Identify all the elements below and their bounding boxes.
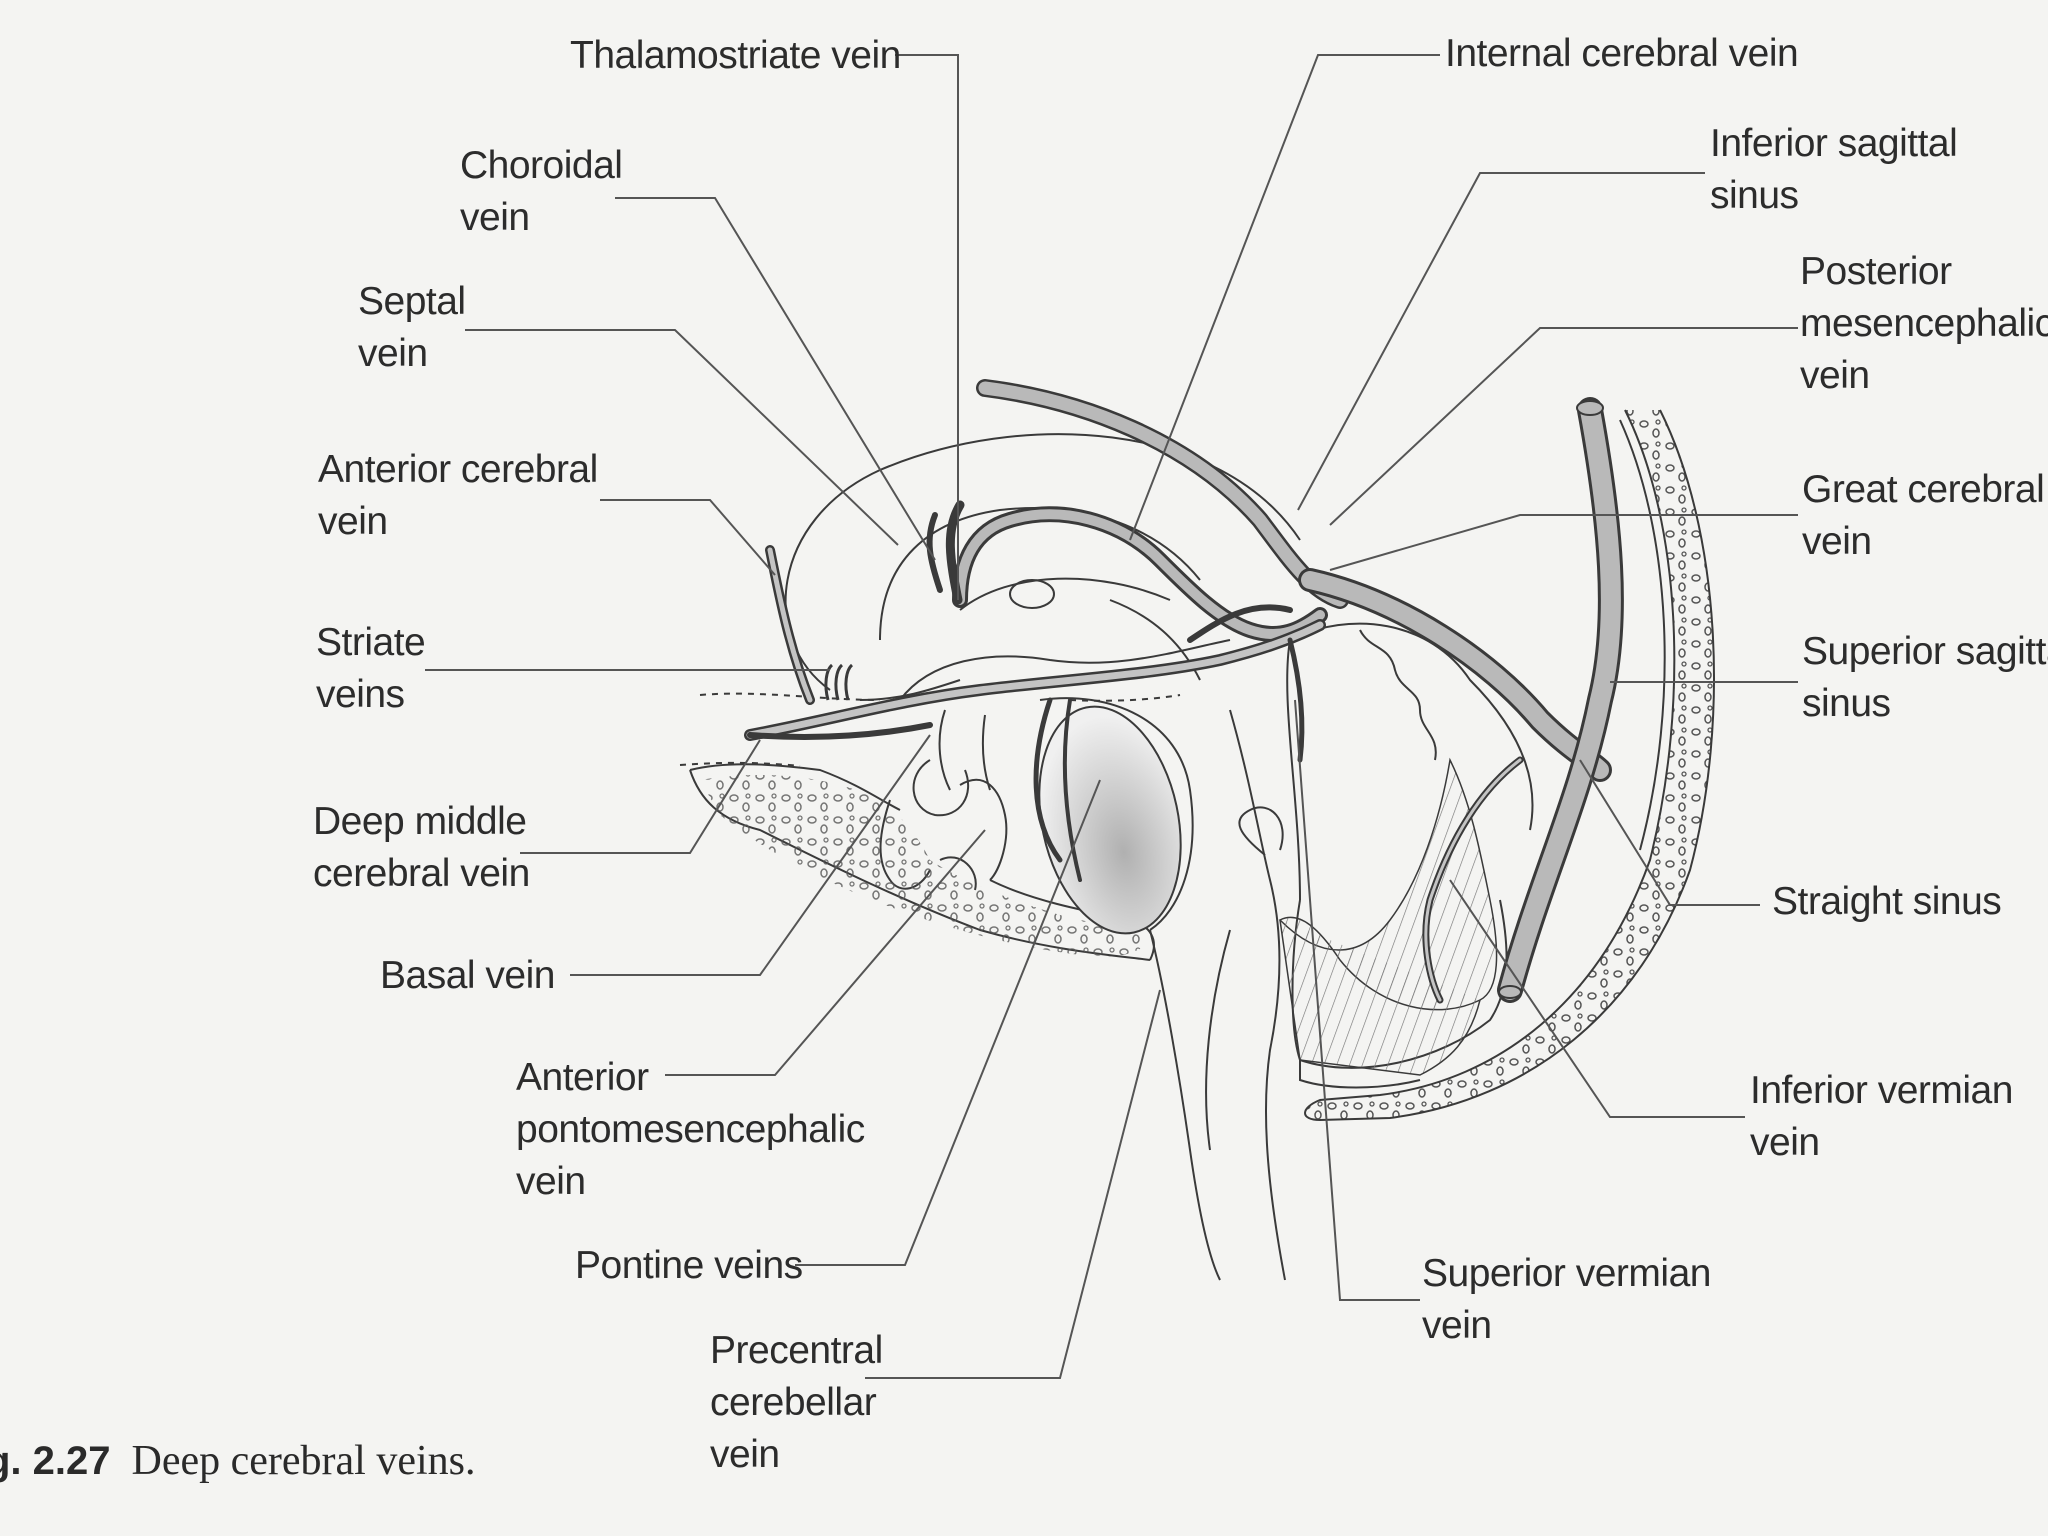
- striate-veins: [824, 663, 854, 701]
- label-basal-vein: Basal vein: [380, 954, 555, 997]
- label-straight-sinus: Straight sinus: [1772, 880, 2002, 923]
- label-posterior-mesencephalic-vein: Posterior mesencephalic vein: [1800, 250, 2048, 397]
- figure-number: g. 2.27: [0, 1439, 111, 1483]
- label-superior-vermian-vein: Superior vermian vein: [1422, 1252, 1711, 1347]
- label-precentral-cerebellar-vein: Precentral cerebellar vein: [710, 1329, 883, 1476]
- label-deep-middle-cerebral-vein: Deep middle cerebral vein: [313, 800, 530, 895]
- label-inferior-vermian-vein: Inferior vermian vein: [1750, 1069, 2013, 1164]
- occipital-skull: [1304, 409, 1715, 1122]
- veins: [744, 379, 1624, 1004]
- label-striate-veins: Striate veins: [316, 621, 426, 716]
- label-great-cerebral-vein: Great cerebral vein: [1802, 468, 2045, 563]
- label-anterior-pontomesencephalic-vein: Anterior pontomesencephalic vein: [516, 1056, 865, 1203]
- leader-lines: [425, 54, 1798, 1379]
- label-thalamostriate-vein: Thalamostriate vein: [570, 34, 901, 77]
- label-superior-sagittal-sinus: Superior sagitta sinus: [1802, 630, 2048, 725]
- label-anterior-cerebral-vein: Anterior cerebral vein: [318, 448, 598, 543]
- figure-caption: g. 2.27 Deep cerebral veins.: [0, 1435, 476, 1487]
- label-internal-cerebral-vein: Internal cerebral vein: [1445, 32, 1799, 75]
- label-inferior-sagittal-sinus: Inferior sagittal sinus: [1710, 122, 1958, 217]
- pons-shading: [1038, 705, 1182, 935]
- figure-caption-text: Deep cerebral veins.: [131, 1438, 476, 1484]
- label-choroidal-vein: Choroidal vein: [460, 144, 623, 239]
- label-septal-vein: Septal vein: [358, 280, 466, 375]
- skull-base-bone: [700, 775, 1150, 957]
- label-pontine-veins: Pontine veins: [575, 1244, 803, 1287]
- sinus-cut-end: [1576, 400, 1604, 416]
